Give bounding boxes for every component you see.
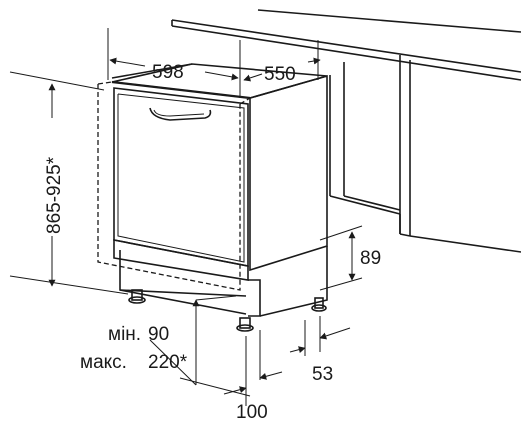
plinth-depth-dimension-line: [223, 330, 283, 406]
height-label: 865-925*: [44, 156, 65, 234]
back-offset-label: 53: [312, 364, 333, 385]
door-handle: [149, 107, 212, 121]
dishwasher-feet: [128, 289, 327, 332]
recess-dimension-line: [149, 295, 251, 397]
recess-max-value: 220*: [148, 352, 188, 373]
niche-dashed-outline: [97, 81, 251, 291]
plinth-height-dimension-line: [319, 225, 363, 291]
kitchen-cabinet-side: [329, 55, 521, 253]
recess-max-label: макс.: [80, 352, 127, 373]
depth-dimension-line: [243, 40, 321, 82]
plinth-height-label: 89: [360, 248, 381, 269]
recess-min-label: мін.: [108, 324, 141, 345]
depth-label: 550: [264, 64, 296, 85]
kitchen-countertop: [171, 9, 521, 81]
dishwasher-body: [111, 63, 328, 317]
height-dimension-line: [9, 71, 129, 295]
back-offset-dimension-line: [289, 316, 351, 356]
recess-min-value: 90: [148, 324, 169, 345]
width-label: 598: [152, 62, 184, 83]
plinth-depth-label: 100: [236, 402, 268, 423]
width-dimension-line: [107, 28, 241, 98]
